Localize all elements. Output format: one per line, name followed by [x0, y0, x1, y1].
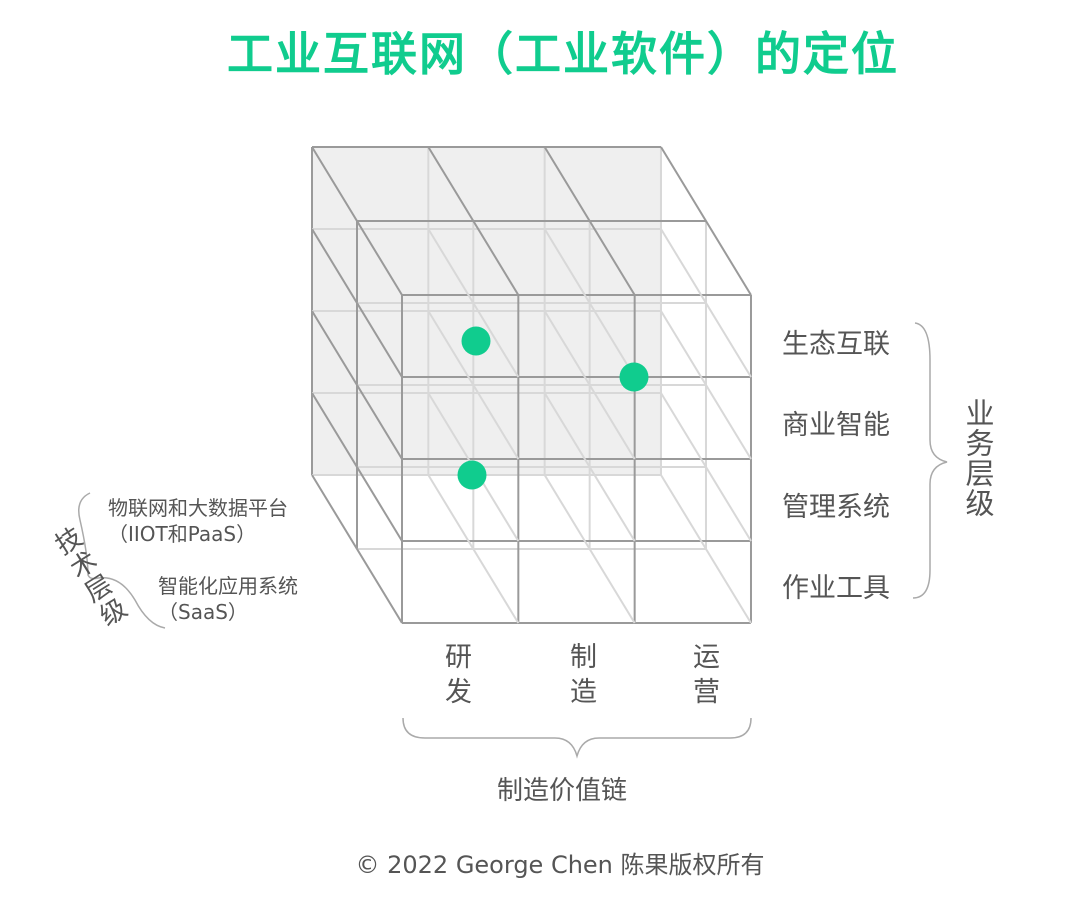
copyright: © 2022 George Chen 陈果版权所有 — [355, 851, 765, 879]
tech-brace — [78, 492, 166, 629]
tech-level-label: 智能化应用系统 — [158, 574, 298, 598]
depth-line — [311, 310, 403, 460]
page-title: 工业互联网（工业软件）的定位 — [227, 27, 899, 81]
depth-line — [427, 228, 520, 378]
depth-line — [543, 146, 636, 296]
depth-line — [427, 310, 520, 460]
depth-line — [543, 474, 636, 624]
depth-line — [311, 474, 403, 624]
value-chain-label: 运营 — [688, 642, 719, 712]
business-level-label: 作业工具 — [782, 573, 890, 604]
position-dot — [457, 460, 487, 490]
tech-level-label: 物联网和大数据平台 — [108, 496, 288, 520]
position-dot — [461, 326, 491, 356]
depth-line — [660, 310, 752, 460]
value-chain-axis-label: 制造价值链 — [497, 776, 628, 806]
depth-line — [660, 392, 752, 542]
business-level-label: 生态互联 — [782, 329, 890, 360]
business-level-label: 管理系统 — [782, 492, 890, 523]
value-chain-brace — [402, 717, 752, 759]
tech-level-sub: （SaaS） — [158, 600, 248, 624]
depth-line — [660, 228, 752, 378]
depth-line — [311, 228, 403, 378]
depth-line — [427, 146, 520, 296]
depth-line — [543, 392, 636, 542]
depth-line — [543, 310, 636, 460]
depth-line — [660, 474, 752, 624]
position-dot — [619, 362, 649, 392]
value-chain-label: 研发 — [440, 642, 471, 712]
value-chain-label: 制造 — [565, 642, 596, 712]
depth-line — [311, 146, 403, 296]
depth-line — [660, 146, 752, 296]
business-brace — [912, 322, 948, 599]
depth-line — [427, 474, 520, 624]
depth-line — [543, 228, 636, 378]
business-axis-label: 业务层级 — [961, 398, 995, 518]
business-level-label: 商业智能 — [782, 410, 890, 441]
depth-line — [311, 392, 403, 542]
tech-level-sub: （IIOT和PaaS） — [108, 522, 257, 546]
